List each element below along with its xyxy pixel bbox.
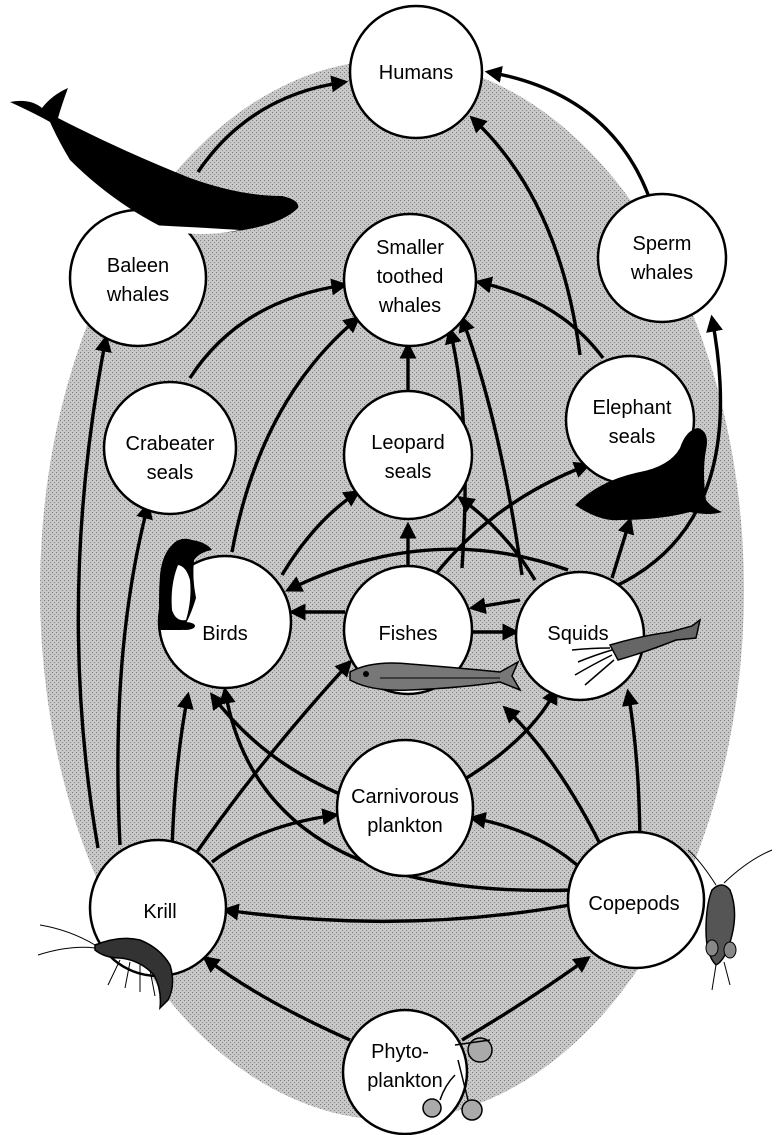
node-carnivorous-plankton: Carnivorous plankton bbox=[337, 740, 473, 876]
node-sperm-label-1: Sperm bbox=[633, 233, 692, 255]
node-baleen-label-1: Baleen bbox=[107, 255, 169, 277]
node-humans: Humans bbox=[350, 6, 482, 138]
node-elephant-label-2: seals bbox=[609, 426, 656, 448]
node-birds-label-1: Birds bbox=[202, 623, 248, 645]
node-sperm-whales: Sperm whales bbox=[598, 194, 726, 322]
node-crabeater-label-1: Crabeater bbox=[126, 433, 215, 455]
node-crabeater-label-2: seals bbox=[147, 462, 194, 484]
node-humans-label-1: Humans bbox=[379, 62, 453, 84]
node-crabeater-seals: Crabeater seals bbox=[104, 382, 236, 514]
node-toothed-label-3: whales bbox=[378, 295, 441, 317]
node-copepods: Copepods bbox=[568, 832, 704, 968]
node-fishes-label-1: Fishes bbox=[379, 623, 438, 645]
node-copepods-label-1: Copepods bbox=[588, 893, 679, 915]
node-leopard-seals: Leopard seals bbox=[344, 391, 472, 519]
node-elephant-label-1: Elephant bbox=[593, 397, 672, 419]
node-carnivorous-label-1: Carnivorous bbox=[351, 786, 459, 808]
node-phytoplankton: Phyto- plankton bbox=[343, 1010, 467, 1134]
node-leopard-label-2: seals bbox=[385, 461, 432, 483]
node-sperm-label-2: whales bbox=[630, 262, 693, 284]
node-squids-label-1: Squids bbox=[547, 623, 608, 645]
node-baleen-label-2: whales bbox=[106, 284, 169, 306]
node-toothed-label-2: toothed bbox=[377, 266, 444, 288]
node-krill-label-1: Krill bbox=[143, 901, 176, 923]
node-squids: Squids bbox=[516, 572, 644, 700]
node-toothed-label-1: Smaller bbox=[376, 237, 444, 259]
node-phyto-label-2: plankton bbox=[367, 1070, 443, 1092]
node-leopard-label-1: Leopard bbox=[371, 432, 444, 454]
node-smaller-toothed-whales: Smaller toothed whales bbox=[344, 214, 476, 346]
node-carnivorous-label-2: plankton bbox=[367, 815, 443, 837]
node-phyto-label-1: Phyto- bbox=[371, 1041, 429, 1063]
